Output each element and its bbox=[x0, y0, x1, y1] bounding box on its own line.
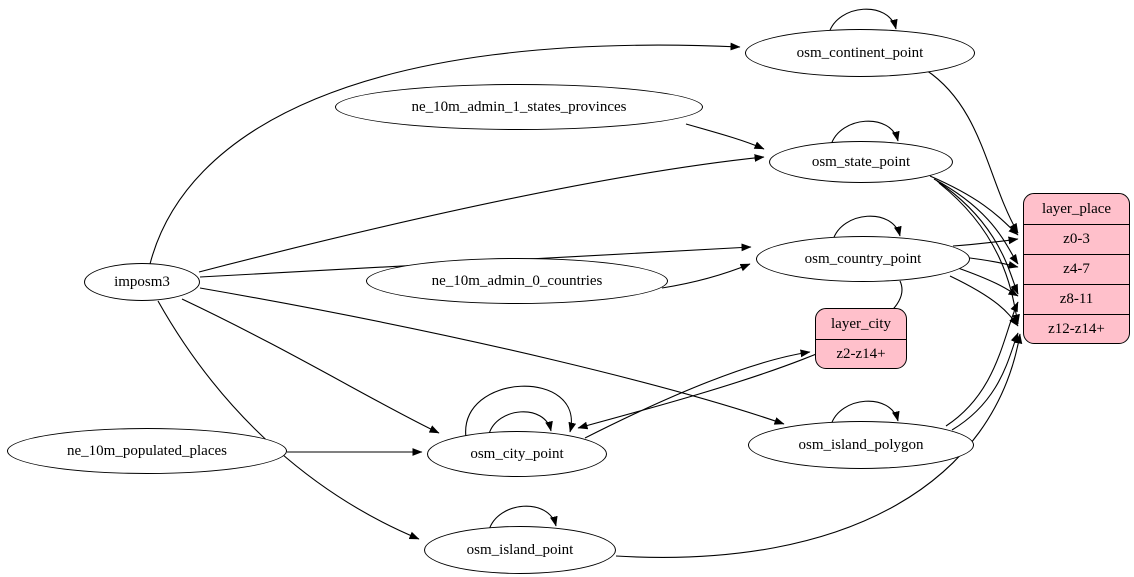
selfloop-state bbox=[830, 120, 900, 146]
layer-city-title: layer_city bbox=[831, 315, 891, 332]
layer-place-row-z8-11: z8-11 bbox=[1024, 284, 1129, 314]
edge-continent-z0 bbox=[925, 69, 1019, 234]
layer-city-row-z2-z14: z2-z14+ bbox=[816, 339, 906, 368]
edge-country-z12 bbox=[949, 275, 1019, 327]
layer-place-row-z4-7: z4-7 bbox=[1024, 254, 1129, 284]
layer-place-row-z12-z14: z12-z14+ bbox=[1024, 314, 1129, 343]
selfloop-city-inner bbox=[488, 411, 553, 435]
selfloop-city-outer bbox=[465, 385, 577, 439]
selfloop-country bbox=[832, 215, 902, 241]
node-imposm3: imposm3 bbox=[84, 263, 200, 301]
node-osm-continent-point: osm_continent_point bbox=[745, 29, 975, 77]
edge-country-z4 bbox=[961, 256, 1019, 269]
edge-country-city bbox=[577, 280, 903, 430]
edge-state-z12 bbox=[938, 182, 1020, 325]
node-ne-10m-admin-0-countries: ne_10m_admin_0_countries bbox=[366, 258, 668, 304]
edge-imposm3-state bbox=[198, 154, 765, 273]
record-layer-city: layer_city z2-z14+ bbox=[815, 308, 907, 369]
node-ne-10m-populated-places: ne_10m_populated_places bbox=[7, 428, 287, 474]
node-osm-island-point: osm_island_point bbox=[424, 526, 616, 574]
layer-place-title: layer_place bbox=[1041, 200, 1112, 217]
edge-islandpolygon-z8 bbox=[945, 301, 1019, 427]
node-osm-city-point: osm_city_point bbox=[427, 431, 607, 477]
edge-country-z0 bbox=[952, 236, 1019, 247]
edge-imposm3-continent bbox=[149, 42, 741, 265]
node-osm-island-polygon: osm_island_polygon bbox=[748, 421, 974, 469]
edge-city-layercity bbox=[584, 349, 811, 439]
edge-islandpolygon-z12 bbox=[951, 332, 1019, 431]
layer-place-row-z0-3: z0-3 bbox=[1024, 224, 1129, 254]
record-layer-place: layer_place z0-3 z4-7 z8-11 z12-z14+ bbox=[1023, 193, 1130, 344]
node-osm-state-point: osm_state_point bbox=[769, 141, 953, 183]
edge-imposm3-city bbox=[181, 298, 440, 434]
edge-imposm3-islandpolygon bbox=[199, 287, 785, 425]
selfloop-continent bbox=[828, 8, 898, 34]
edge-necountries-country bbox=[661, 263, 751, 289]
edge-country-z8 bbox=[957, 267, 1019, 297]
node-osm-country-point: osm_country_point bbox=[756, 236, 970, 282]
edge-state-z8 bbox=[936, 180, 1019, 295]
edge-imposm3-islandpoint bbox=[157, 300, 420, 540]
edge-islandpoint-z12 bbox=[615, 333, 1023, 558]
node-ne-10m-admin-1-states-provinces: ne_10m_admin_1_states_provinces bbox=[335, 84, 703, 130]
selfloop-islandpolygon bbox=[830, 400, 900, 426]
edge-state-z4 bbox=[933, 178, 1019, 265]
edge-nestates-state bbox=[685, 123, 765, 150]
selfloop-islandpoint bbox=[488, 505, 558, 531]
